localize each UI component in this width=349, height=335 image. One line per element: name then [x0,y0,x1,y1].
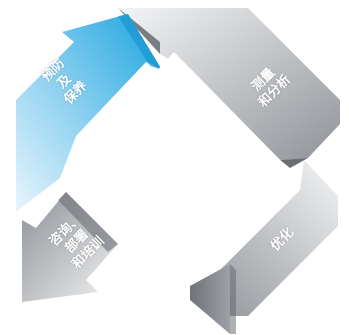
arrow-prevention [16,14,162,212]
center-window [64,52,292,278]
arrow-optimize [190,160,338,334]
arrow-consult [22,192,118,302]
